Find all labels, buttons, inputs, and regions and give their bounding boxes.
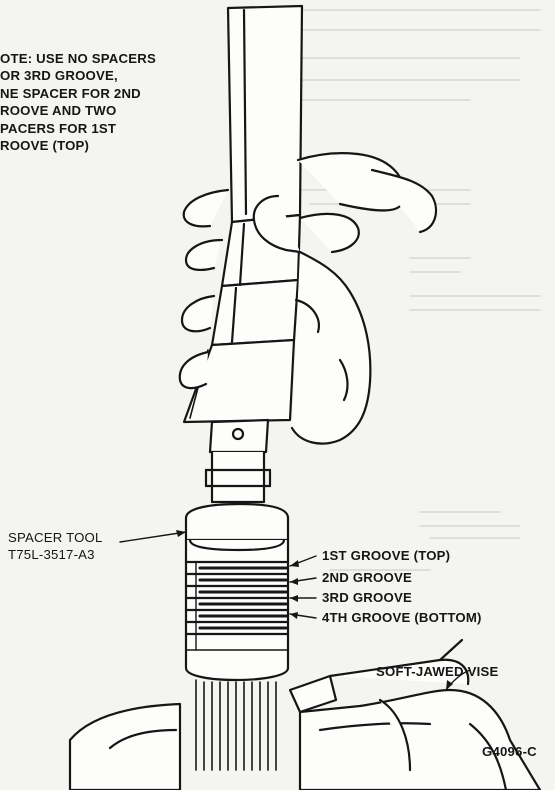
vise-label: SOFT-JAWED VISE (376, 664, 499, 679)
groove-1-label: 1ST GROOVE (TOP) (322, 548, 451, 563)
soft-jawed-vise (68, 638, 542, 790)
hand-right (252, 152, 438, 445)
note-line: OR 3RD GROOVE, (0, 68, 118, 84)
spacer-tool-label: SPACER TOOL (8, 530, 103, 545)
hand-left-fingers (178, 188, 230, 390)
spacer-tool-number: T75L-3517-A3 (8, 547, 95, 562)
note-line: OTE: USE NO SPACERS (0, 51, 156, 66)
groove-bands (198, 566, 288, 630)
note-line: ROOVE AND TWO (0, 103, 117, 119)
figure-number: G4096-C (482, 744, 537, 759)
note-line: NE SPACER FOR 2ND (0, 85, 141, 101)
note-line: ROOVE (TOP) (0, 138, 90, 154)
shaft (204, 418, 272, 504)
note-line: PACERS FOR 1ST (0, 120, 117, 136)
groove-3-label: 3RD GROOVE (322, 590, 412, 605)
leader-arrowheads (176, 530, 453, 690)
splined-shaft (195, 679, 277, 771)
spacer-tool-body (184, 502, 290, 682)
note-block: OTE: USE NO SPACERS OR 3RD GROOVE, NE SP… (0, 50, 156, 154)
tool-upper-housing (182, 4, 304, 424)
groove-2-label: 2ND GROOVE (322, 570, 412, 585)
groove-4-label: 4TH GROOVE (BOTTOM) (322, 610, 482, 625)
